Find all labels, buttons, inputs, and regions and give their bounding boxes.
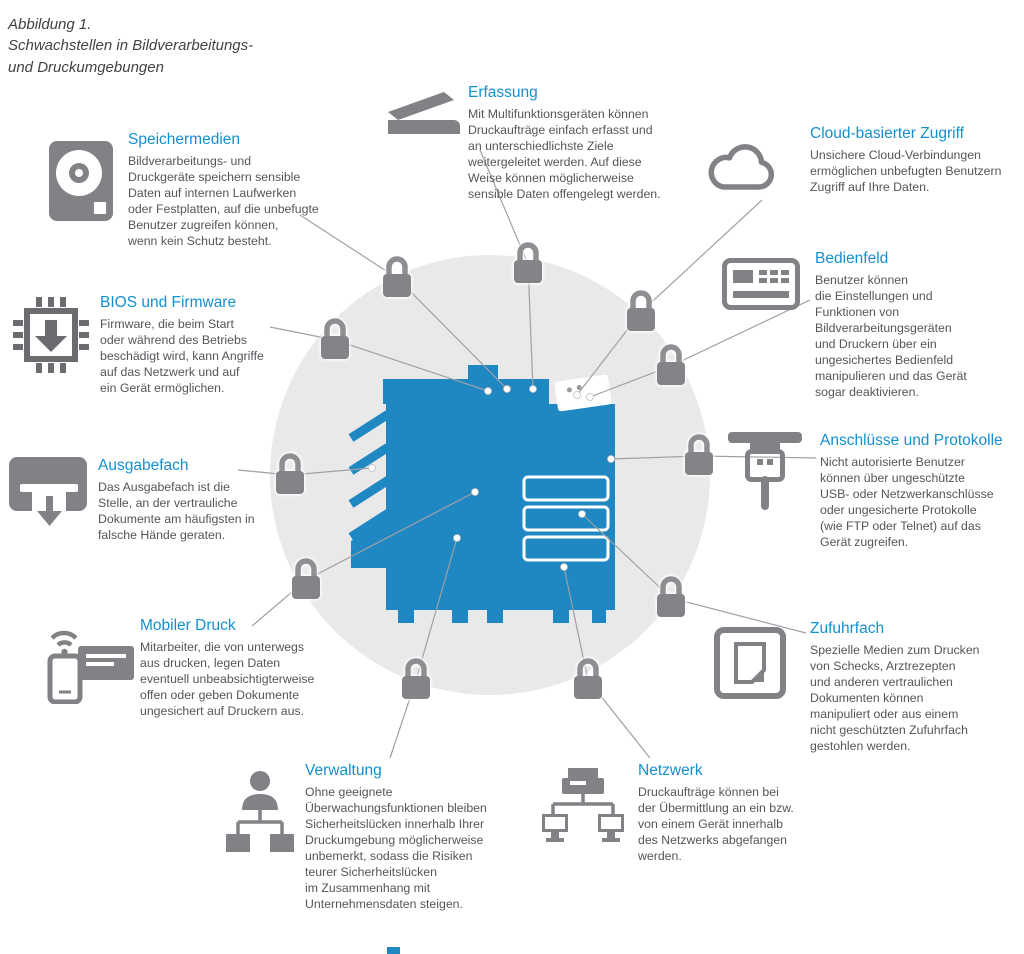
callout-body: Ohne geeignete Überwachungsfunktionen bl…	[305, 785, 487, 911]
callout-body: Firmware, die beim Start oder während de…	[100, 317, 264, 395]
callout-anschluesse-protokolle: Anschlüsse und Protokolle Nicht autorisi…	[820, 432, 1024, 550]
callout-ausgabefach: Ausgabefach Das Ausgabefach ist die Stel…	[98, 457, 333, 543]
callout-cloud-zugriff: Cloud-basierter Zugriff Unsichere Cloud-…	[810, 125, 1022, 195]
callout-title: Zufuhrfach	[810, 620, 885, 637]
input-tray-icon	[712, 620, 788, 707]
mobile-devices-icon	[42, 616, 138, 709]
callout-body: Nicht autorisierte Benutzer können über …	[820, 455, 994, 549]
hard-drive-icon	[48, 140, 116, 227]
callout-title: Erfassung	[468, 84, 538, 101]
callout-body: Benutzer können die Einstellungen und Fu…	[815, 273, 967, 399]
cropped-logo-fragment	[387, 947, 400, 954]
callout-title: Cloud-basierter Zugriff	[810, 125, 964, 142]
callout-bedienfeld: Bedienfeld Benutzer können die Einstellu…	[815, 250, 1023, 400]
padlock-icon	[378, 252, 416, 305]
firmware-chip-icon	[10, 294, 92, 381]
padlock-icon	[652, 340, 690, 393]
callout-netzwerk: Netzwerk Druckaufträge können bei der Üb…	[638, 762, 858, 864]
output-tray-printer-icon	[8, 456, 90, 543]
callout-mobiler-druck: Mobiler Druck Mitarbeiter, die von unter…	[140, 617, 375, 719]
figure-caption: Abbildung 1. Schwachstellen in Bildverar…	[8, 16, 254, 76]
callout-verwaltung: Verwaltung Ohne geeignete Überwachungsfu…	[305, 762, 540, 912]
callout-body: Das Ausgabefach ist die Stelle, an der v…	[98, 480, 255, 542]
callout-body: Mit Multifunktionsgeräten können Druckau…	[468, 107, 661, 201]
control-panel-icon	[722, 258, 800, 315]
usb-cable-icon	[726, 428, 804, 521]
callout-body: Druckaufträge können bei der Übermittlun…	[638, 785, 794, 863]
callout-speichermedien: Speichermedien Bildverarbeitungs- und Dr…	[128, 131, 363, 249]
scanner-icon	[386, 90, 462, 141]
callout-title: Anschlüsse und Protokolle	[820, 432, 1003, 449]
padlock-icon	[569, 654, 607, 707]
callout-title: Speichermedien	[128, 131, 241, 148]
padlock-icon	[652, 572, 690, 625]
callout-body: Spezielle Medien zum Drucken von Schecks…	[810, 643, 980, 753]
connection-dots	[368, 385, 615, 571]
callout-zufuhrfach: Zufuhrfach Spezielle Medien zum Drucken …	[810, 620, 1022, 754]
padlock-icon	[509, 238, 547, 291]
network-icon	[540, 766, 626, 867]
org-chart-icon	[222, 768, 298, 869]
padlock-icon	[287, 554, 325, 607]
callout-title: Ausgabefach	[98, 457, 189, 474]
padlock-icon	[271, 449, 309, 502]
padlock-icon	[680, 430, 718, 483]
printer-illustration	[348, 365, 615, 623]
callout-erfassung: Erfassung Mit Multifunktionsgeräten könn…	[468, 84, 703, 202]
callout-title: Verwaltung	[305, 762, 382, 779]
paper-tray-outlines	[522, 475, 610, 562]
callout-title: Mobiler Druck	[140, 617, 236, 634]
padlock-icon	[316, 314, 354, 367]
callout-body: Mitarbeiter, die von unterwegs aus druck…	[140, 640, 315, 718]
callout-bios-firmware: BIOS und Firmware Firmware, die beim Sta…	[100, 294, 335, 396]
callout-body: Bildverarbeitungs- und Druckgeräte speic…	[128, 154, 319, 248]
printer-control-panel	[554, 374, 612, 412]
cloud-icon	[704, 140, 778, 201]
callout-title: BIOS und Firmware	[100, 294, 237, 311]
callout-title: Bedienfeld	[815, 250, 889, 267]
callout-body: Unsichere Cloud-Verbindungen ermöglichen…	[810, 148, 1002, 194]
callout-title: Netzwerk	[638, 762, 703, 779]
padlock-icon	[622, 286, 660, 339]
padlock-icon	[397, 654, 435, 707]
